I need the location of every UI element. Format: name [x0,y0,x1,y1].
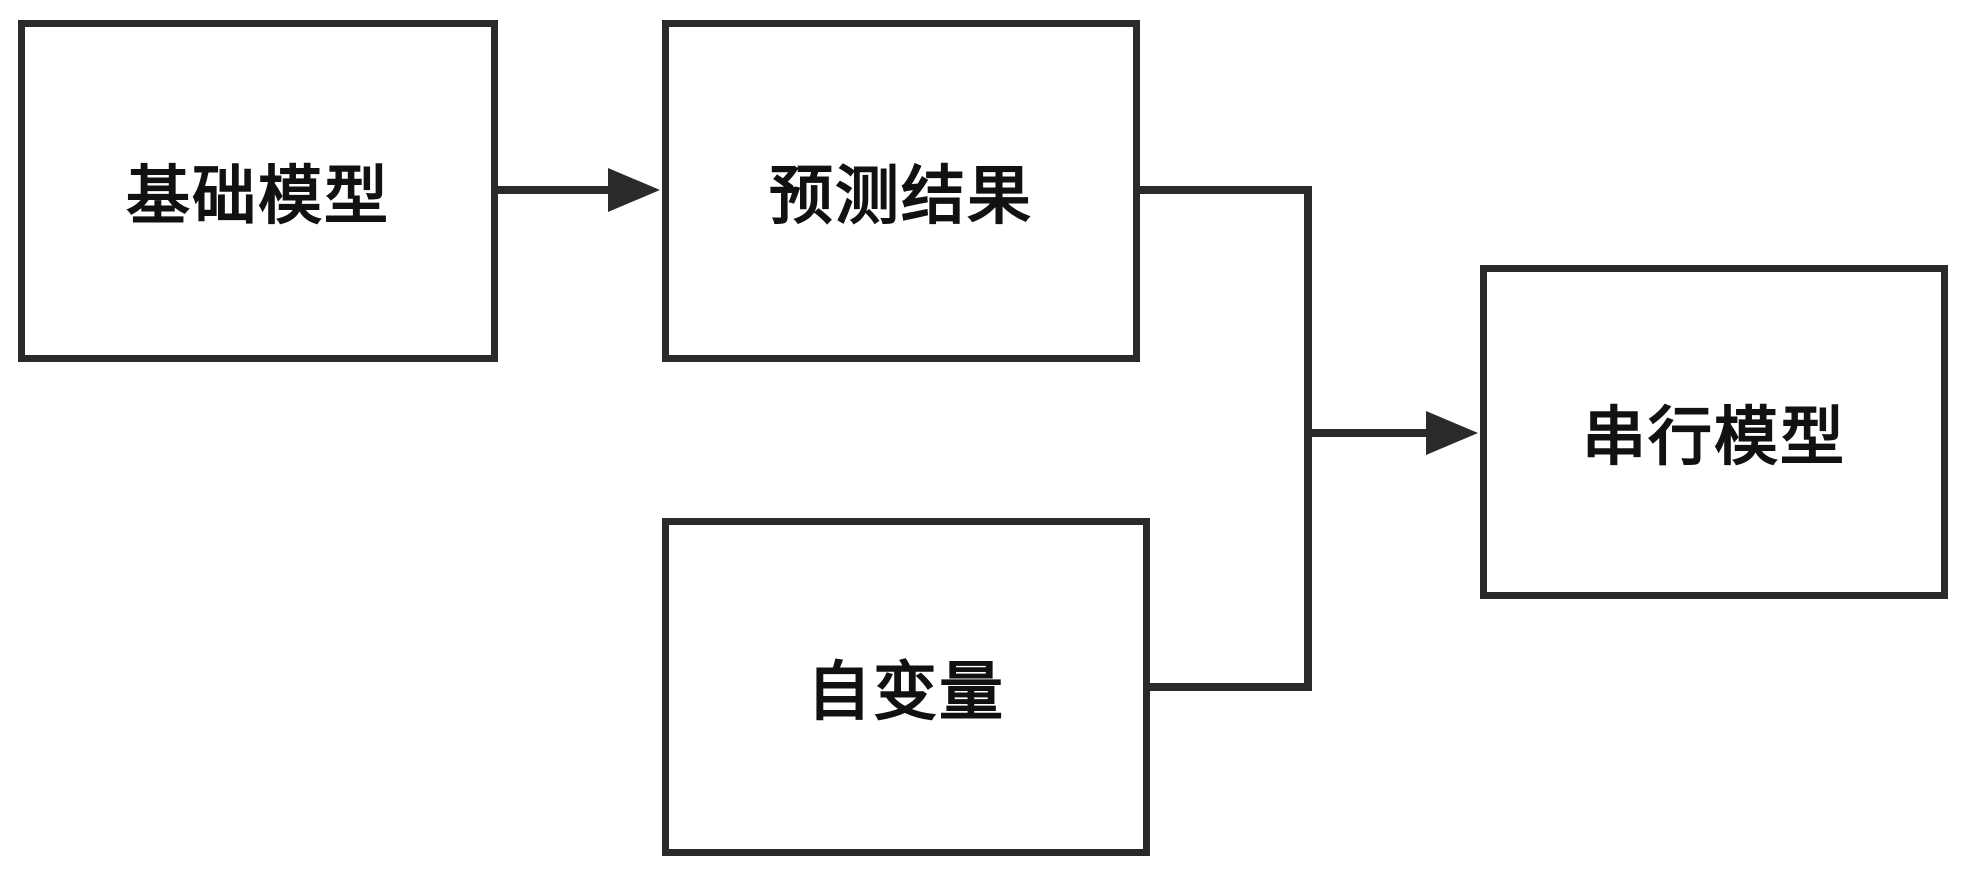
edge-junction-elbow [1140,186,1312,691]
node-prediction-result-label: 预测结果 [769,160,1033,232]
arrowhead-icon [608,168,660,212]
node-serial-model-label: 串行模型 [1582,401,1846,473]
node-serial-model: 串行模型 [1480,265,1948,599]
edge-junction-to-serial [1308,411,1478,455]
edge-base-to-prediction [497,168,660,212]
arrowhead-icon [1426,411,1478,455]
node-base-model: 基础模型 [18,20,498,362]
node-independent-variable: 自变量 [662,518,1150,856]
node-base-model-label: 基础模型 [126,160,390,232]
node-prediction-result: 预测结果 [662,20,1140,362]
node-independent-variable-label: 自变量 [807,656,1005,728]
